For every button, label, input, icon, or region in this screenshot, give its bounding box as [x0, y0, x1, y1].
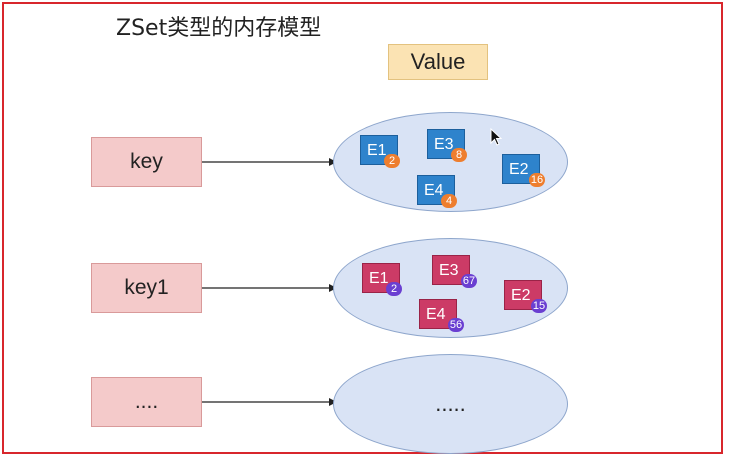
zset-element: E1 2	[362, 263, 402, 296]
value-label: Value	[388, 44, 488, 80]
ellipsis-placeholder: .....	[435, 391, 466, 416]
element-label: E1	[367, 142, 387, 159]
zset-ellipse: E1 2 E3 8 E2 16 E4 4	[333, 112, 568, 212]
element-label: E1	[369, 270, 389, 287]
zset-element: E4 56	[419, 299, 464, 332]
zset-element: E3 67	[432, 255, 477, 288]
score-badge: 2	[386, 282, 402, 296]
key-box: key	[91, 137, 202, 187]
score-badge: 15	[531, 299, 547, 313]
arrow-connector	[202, 398, 337, 406]
element-label: E2	[511, 287, 531, 304]
element-label: E4	[424, 182, 444, 199]
mouse-cursor-icon	[490, 128, 503, 146]
zset-element: E1 2	[360, 135, 400, 168]
score-badge: 4	[441, 194, 457, 208]
zset-element: E2 16	[502, 154, 545, 187]
zset-element: E2 15	[504, 280, 547, 313]
score-badge: 16	[529, 173, 545, 187]
element-label: E2	[509, 161, 529, 178]
score-badge: 8	[451, 148, 467, 162]
element-label: E4	[426, 306, 446, 323]
key-box: ....	[91, 377, 202, 427]
key-box: key1	[91, 263, 202, 313]
score-badge: 2	[384, 154, 400, 168]
zset-element: E4 4	[417, 175, 457, 208]
score-badge: 67	[461, 274, 477, 288]
diagram-frame	[2, 2, 723, 454]
arrow-connector	[202, 284, 337, 292]
arrow-connector	[202, 158, 337, 166]
element-label: E3	[434, 136, 454, 153]
diagram-title: ZSet类型的内存模型	[116, 16, 322, 41]
zset-ellipse: E1 2 E3 67 E2 15 E4 56	[333, 238, 568, 338]
element-label: E3	[439, 262, 459, 279]
score-badge: 56	[448, 318, 464, 332]
zset-element: E3 8	[427, 129, 467, 162]
zset-ellipse: .....	[333, 354, 568, 454]
